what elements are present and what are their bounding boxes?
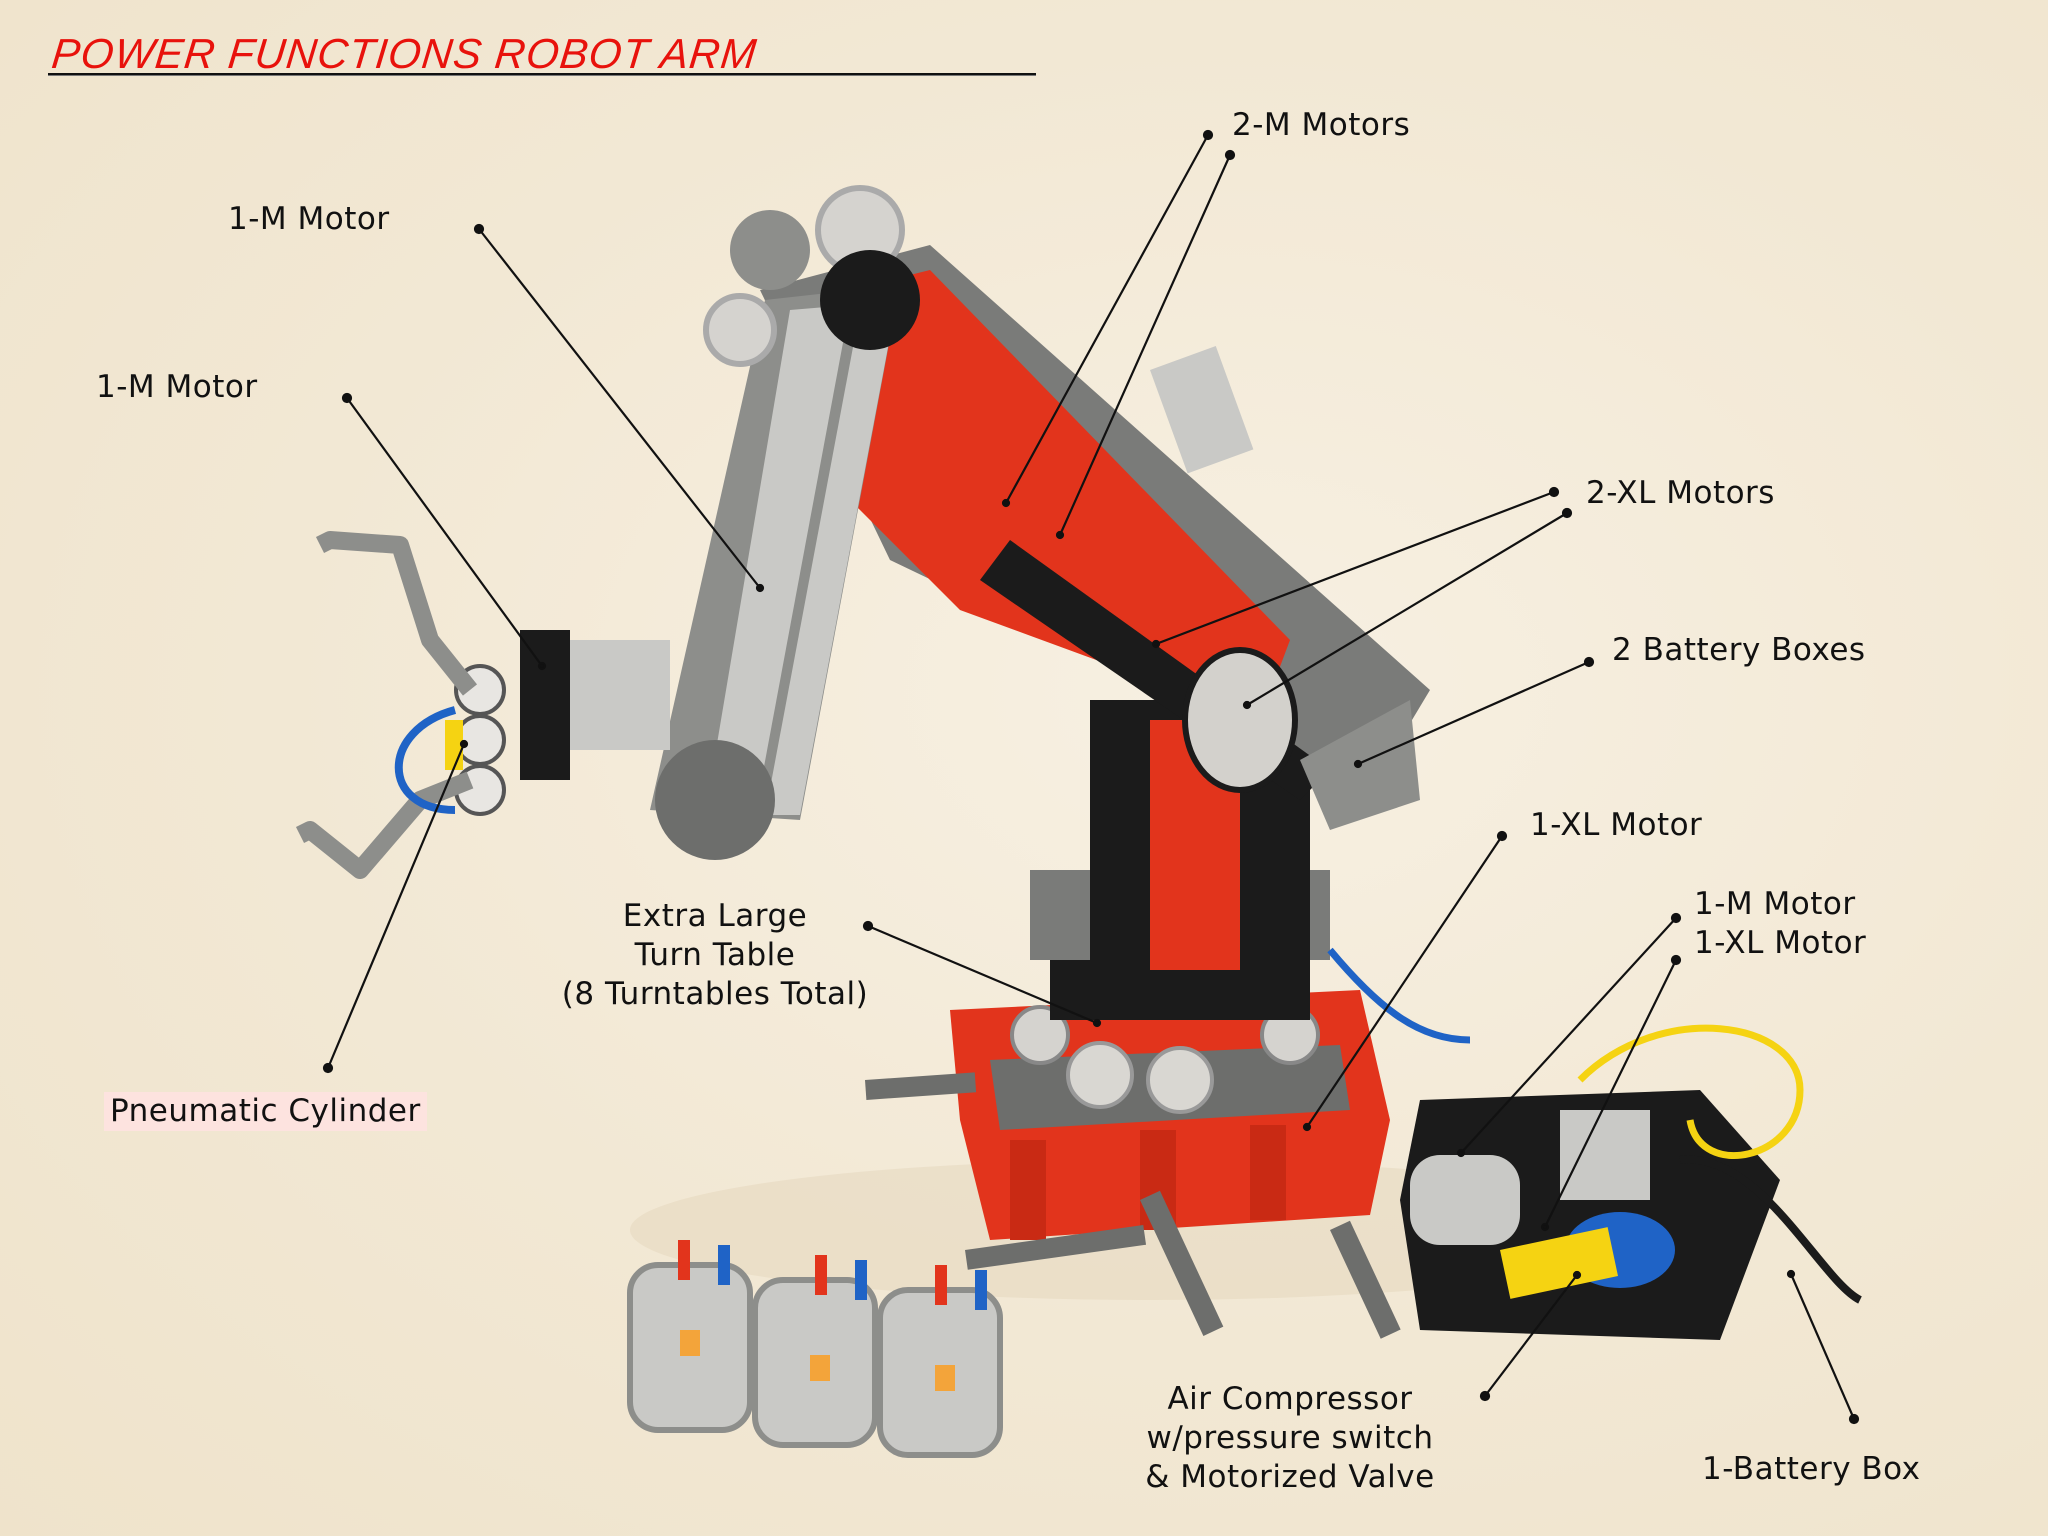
label-air-compressor: Air Compressor w/pressure switch & Motor…	[1060, 1380, 1520, 1497]
label-2-m-motors: 2-M Motors	[1232, 107, 1411, 143]
label-air-compressor-line-3: & Motorized Valve	[1145, 1459, 1435, 1495]
label-2-battery-boxes: 2 Battery Boxes	[1612, 632, 1866, 668]
title-underline	[48, 73, 1036, 75]
boom	[760, 245, 1430, 830]
label-1-m-motor-gripper: 1-M Motor	[96, 369, 258, 405]
compressor-unit	[1400, 1024, 1863, 1340]
label-air-compressor-line-2: w/pressure switch	[1146, 1420, 1434, 1456]
label-turntable-line-2: Turn Table	[634, 937, 796, 973]
label-1-m-motor-compressor: 1-M Motor	[1694, 886, 1856, 922]
label-turntable: Extra Large Turn Table (8 Turntables Tot…	[490, 897, 940, 1014]
base-frame	[864, 990, 1401, 1339]
label-1-m-motor-upper: 1-M Motor	[228, 201, 390, 237]
tower	[1030, 700, 1330, 1020]
gripper	[295, 531, 670, 879]
label-1-battery-box: 1-Battery Box	[1702, 1451, 1921, 1487]
forearm	[650, 185, 920, 860]
label-pneumatic-cylinder: Pneumatic Cylinder	[104, 1092, 427, 1131]
label-turntable-line-3: (8 Turntables Total)	[561, 976, 869, 1012]
label-2-xl-motors: 2-XL Motors	[1586, 475, 1775, 511]
label-air-compressor-line-1: Air Compressor	[1167, 1381, 1413, 1417]
remote-controls	[627, 1240, 1003, 1458]
label-1-xl-motor-compressor: 1-XL Motor	[1694, 925, 1867, 961]
page-title: POWER FUNCTIONS ROBOT ARM	[49, 30, 760, 77]
label-turntable-line-1: Extra Large	[622, 898, 808, 934]
label-1-xl-motor-base: 1-XL Motor	[1530, 807, 1703, 843]
